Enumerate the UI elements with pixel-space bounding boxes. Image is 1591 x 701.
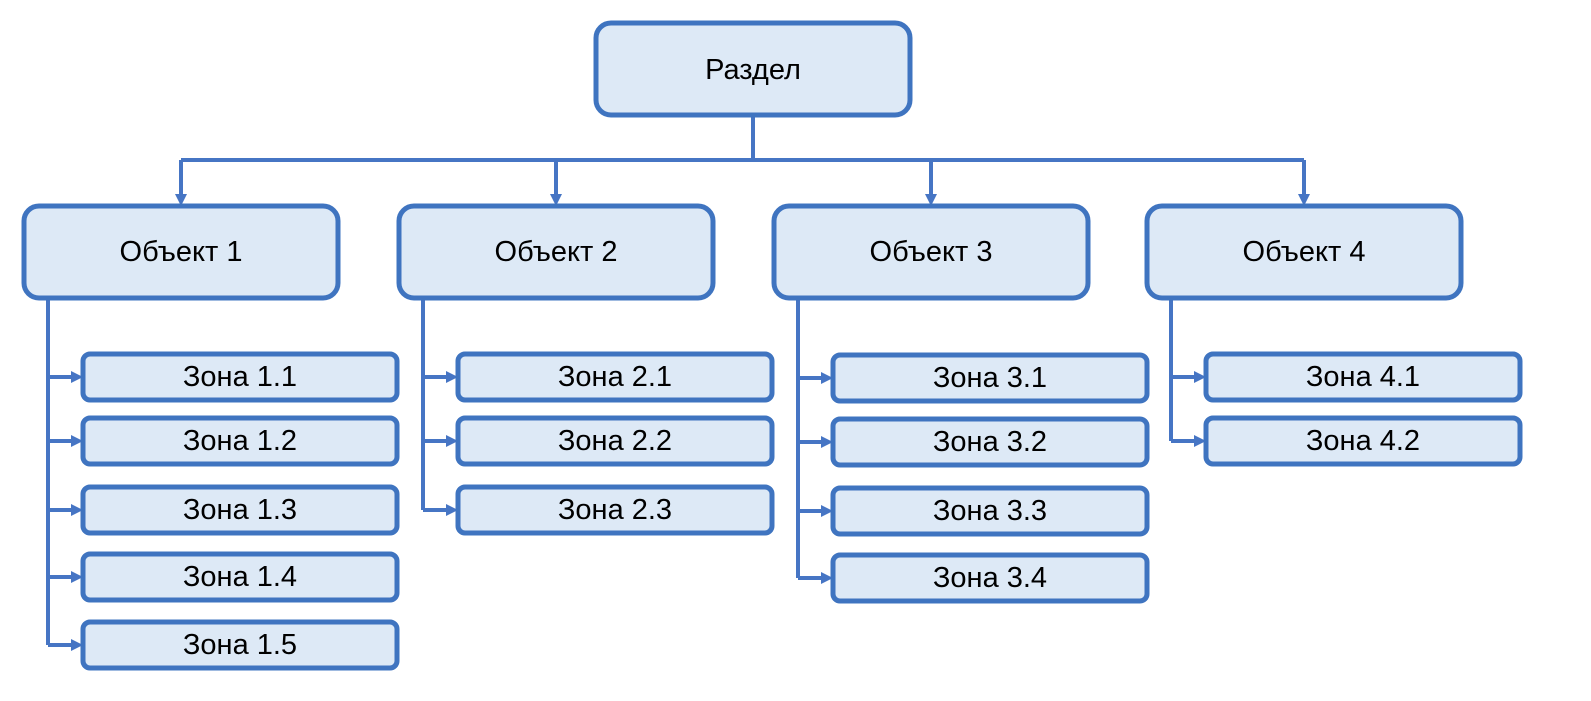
zone-label: Зона 4.1 xyxy=(1306,361,1420,393)
zone-node-1-5: Зона 1.5 xyxy=(80,619,400,671)
zone-arrow-2-1 xyxy=(446,371,458,383)
zone-arrow-1-5 xyxy=(71,639,83,651)
zone-box xyxy=(80,415,400,467)
zone-box xyxy=(80,351,400,403)
object-node-2: Объект 2 xyxy=(396,203,716,301)
zone-arrow-3-3 xyxy=(821,505,833,517)
zone-label: Зона 2.2 xyxy=(558,425,672,457)
branch-arrow-4 xyxy=(1298,194,1310,206)
zone-box xyxy=(80,484,400,536)
zone-box xyxy=(830,416,1150,468)
zone-label: Зона 4.2 xyxy=(1306,425,1420,457)
zone-label: Зона 1.4 xyxy=(183,561,297,593)
zone-arrow-3-4 xyxy=(821,572,833,584)
zone-box xyxy=(455,415,775,467)
branch-arrow-1 xyxy=(175,194,187,206)
object-label: Объект 3 xyxy=(870,236,993,268)
zone-arrow-1-1 xyxy=(71,371,83,383)
zone-label: Зона 1.3 xyxy=(183,494,297,526)
zone-box xyxy=(830,552,1150,604)
zone-label: Зона 3.4 xyxy=(933,562,1047,594)
object-label: Объект 1 xyxy=(120,236,243,268)
zone-arrow-4-1 xyxy=(1194,371,1206,383)
zone-node-4-2: Зона 4.2 xyxy=(1203,415,1523,467)
branch-arrow-3 xyxy=(925,194,937,206)
object-label: Объект 2 xyxy=(495,236,618,268)
root-node: Раздел xyxy=(593,20,913,118)
zone-node-3-2: Зона 3.2 xyxy=(830,416,1150,468)
zone-node-2-1: Зона 2.1 xyxy=(455,351,775,403)
zone-arrow-1-4 xyxy=(71,571,83,583)
zone-label: Зона 3.1 xyxy=(933,362,1047,394)
object-node-3: Объект 3 xyxy=(771,203,1091,301)
zone-box xyxy=(80,551,400,603)
zone-node-3-4: Зона 3.4 xyxy=(830,552,1150,604)
zone-node-4-1: Зона 4.1 xyxy=(1203,351,1523,403)
zone-box xyxy=(455,484,775,536)
object-node-1: Объект 1 xyxy=(21,203,341,301)
zone-node-3-1: Зона 3.1 xyxy=(830,352,1150,404)
object-label: Объект 4 xyxy=(1243,236,1366,268)
zone-box xyxy=(455,351,775,403)
zone-arrow-2-3 xyxy=(446,504,458,516)
zone-label: Зона 3.2 xyxy=(933,426,1047,458)
zone-box xyxy=(1203,415,1523,467)
zone-label: Зона 1.1 xyxy=(183,361,297,393)
object-box xyxy=(396,203,716,301)
zone-box xyxy=(830,485,1150,537)
zone-node-1-1: Зона 1.1 xyxy=(80,351,400,403)
zone-arrow-1-2 xyxy=(71,435,83,447)
zone-node-1-3: Зона 1.3 xyxy=(80,484,400,536)
zone-label: Зона 1.2 xyxy=(183,425,297,457)
zone-label: Зона 3.3 xyxy=(933,495,1047,527)
zone-box xyxy=(830,352,1150,404)
zone-arrow-3-1 xyxy=(821,372,833,384)
zone-arrow-2-2 xyxy=(446,435,458,447)
zone-box xyxy=(1203,351,1523,403)
zone-node-1-2: Зона 1.2 xyxy=(80,415,400,467)
zone-box xyxy=(80,619,400,671)
zone-label: Зона 2.1 xyxy=(558,361,672,393)
zone-node-2-3: Зона 2.3 xyxy=(455,484,775,536)
root-label: Раздел xyxy=(705,54,801,86)
zone-node-1-4: Зона 1.4 xyxy=(80,551,400,603)
zone-label: Зона 1.5 xyxy=(183,629,297,661)
zone-node-3-3: Зона 3.3 xyxy=(830,485,1150,537)
zone-arrow-3-2 xyxy=(821,436,833,448)
object-box xyxy=(771,203,1091,301)
object-node-4: Объект 4 xyxy=(1144,203,1464,301)
root-box xyxy=(593,20,913,118)
zone-arrow-1-3 xyxy=(71,504,83,516)
branch-arrow-2 xyxy=(550,194,562,206)
zone-label: Зона 2.3 xyxy=(558,494,672,526)
object-box xyxy=(21,203,341,301)
zone-arrow-4-2 xyxy=(1194,435,1206,447)
zone-node-2-2: Зона 2.2 xyxy=(455,415,775,467)
connectors xyxy=(46,115,1310,651)
object-box xyxy=(1144,203,1464,301)
